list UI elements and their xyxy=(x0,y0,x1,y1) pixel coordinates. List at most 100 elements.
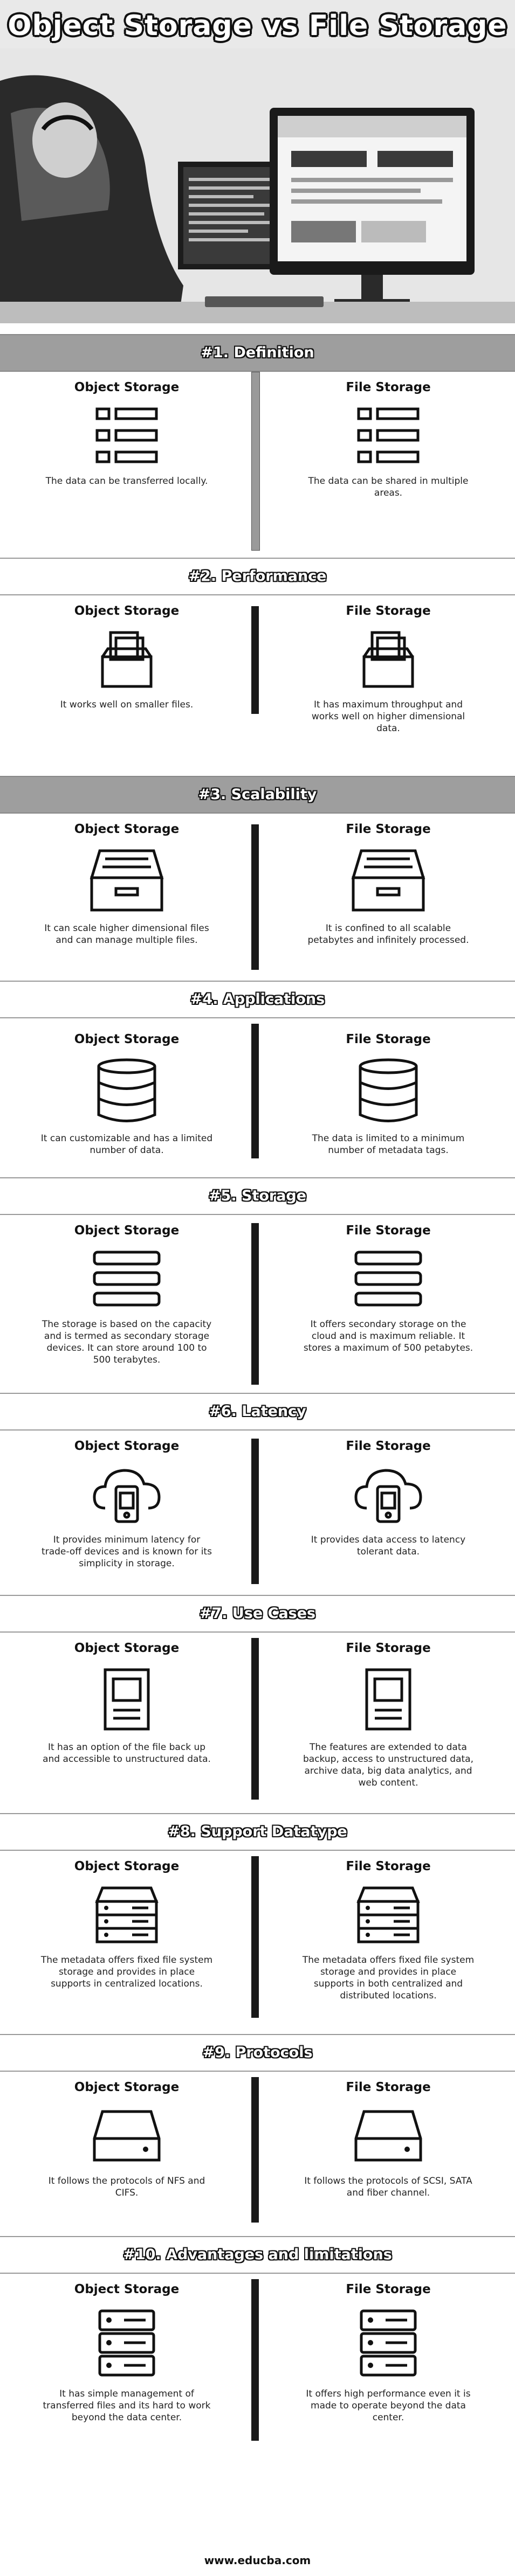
column-heading: Object Storage xyxy=(74,1032,180,1046)
section-4-left: Object Storage It can customizable and h… xyxy=(11,1024,243,1156)
tray-icon xyxy=(90,849,164,912)
section-5-left: Object Storage The storage is based on t… xyxy=(11,1215,243,1366)
right-description: It follows the protocols of SCSI, SATA a… xyxy=(304,2176,472,2198)
column-heading: Object Storage xyxy=(74,1859,180,1873)
left-description: It provides minimum latency for trade-of… xyxy=(42,1535,212,1569)
section-5-header: #5. Storage xyxy=(0,1177,515,1215)
server-rack-icon xyxy=(360,2309,417,2377)
header-illustration xyxy=(0,48,515,323)
tray-icon xyxy=(351,849,425,912)
document-icon xyxy=(365,1668,411,1731)
column-heading: File Storage xyxy=(346,1859,431,1873)
column-heading: File Storage xyxy=(346,604,431,618)
section-heading: #10. Advantages and limitations xyxy=(123,2246,392,2263)
document-icon xyxy=(104,1668,150,1731)
section-7-header: #7. Use Cases xyxy=(0,1595,515,1633)
column-divider xyxy=(251,1856,259,2018)
section-1-left: Object Storage The data can be transferr… xyxy=(11,372,243,487)
section-10-header: #10. Advantages and limitations xyxy=(0,2236,515,2274)
section-heading: #6. Latency xyxy=(209,1403,306,1420)
left-description: It can customizable and has a limited nu… xyxy=(40,1133,213,1156)
section-heading: #3. Scalability xyxy=(198,786,317,803)
section-3-right: File Storage It is confined to all scala… xyxy=(272,814,504,946)
right-description: The metadata offers fixed file system st… xyxy=(302,1955,475,2001)
left-description: It has an option of the file back up and… xyxy=(43,1742,211,1765)
section-2-left: Object Storage It works well on smaller … xyxy=(11,595,243,711)
column-heading: File Storage xyxy=(346,1439,431,1453)
section-9-left: Object Storage It follows the protocols … xyxy=(11,2072,243,2199)
right-description: It is confined to all scalable petabytes… xyxy=(307,923,469,946)
column-heading: File Storage xyxy=(346,1224,431,1238)
database-icon xyxy=(97,1058,156,1122)
left-description: It follows the protocols of NFS and CIFS… xyxy=(48,2176,205,2198)
column-heading: File Storage xyxy=(346,2080,431,2094)
column-heading: Object Storage xyxy=(74,1224,180,1238)
section-heading: #1. Definition xyxy=(201,344,314,361)
section-1-header: #1. Definition xyxy=(0,334,515,372)
cloud-phone-icon xyxy=(93,1469,161,1523)
column-heading: Object Storage xyxy=(74,604,180,618)
right-description: It offers high performance even it is ma… xyxy=(306,2388,471,2423)
right-description: It provides data access to latency toler… xyxy=(311,1535,466,1557)
section-heading: #7. Use Cases xyxy=(199,1605,316,1622)
column-heading: File Storage xyxy=(346,822,431,836)
stack-icon xyxy=(354,1251,422,1307)
column-divider xyxy=(251,372,260,551)
page-title: Object Storage vs File Storage xyxy=(8,10,507,42)
list-icon xyxy=(357,407,420,463)
section-6-left: Object Storage It provides minimum laten… xyxy=(11,1431,243,1570)
column-heading: Object Storage xyxy=(74,2282,180,2296)
column-heading: Object Storage xyxy=(74,1439,180,1453)
server-icon xyxy=(95,1886,159,1943)
section-6-right: File Storage It provides data access to … xyxy=(272,1431,504,1558)
database-icon xyxy=(359,1058,418,1122)
left-description: It works well on smaller files. xyxy=(60,699,194,710)
section-4-right: File Storage The data is limited to a mi… xyxy=(272,1024,504,1156)
column-heading: File Storage xyxy=(346,1032,431,1046)
section-9-right: File Storage It follows the protocols of… xyxy=(272,2072,504,2199)
stack-icon xyxy=(93,1251,161,1307)
column-heading: File Storage xyxy=(346,380,431,394)
section-7-right: File Storage The features are extended t… xyxy=(272,1633,504,1789)
section-3-left: Object Storage It can scale higher dimen… xyxy=(11,814,243,946)
left-description: It can scale higher dimensional files an… xyxy=(44,923,209,946)
section-2-right: File Storage It has maximum throughput a… xyxy=(272,595,504,734)
server-icon xyxy=(356,1886,420,1943)
section-10-left: Object Storage It has simple management … xyxy=(11,2274,243,2424)
section-5-right: File Storage It offers secondary storage… xyxy=(272,1215,504,1354)
column-divider xyxy=(251,2077,259,2223)
column-divider xyxy=(251,1638,259,1800)
section-heading: #2. Performance xyxy=(188,568,327,585)
section-6-header: #6. Latency xyxy=(0,1393,515,1431)
column-divider xyxy=(251,2279,259,2441)
footer-url[interactable]: www.educba.com xyxy=(204,2554,311,2567)
section-10-right: File Storage It offers high performance … xyxy=(272,2274,504,2424)
column-divider xyxy=(251,1024,259,1158)
section-8-right: File Storage The metadata offers fixed f… xyxy=(272,1851,504,2002)
section-2-header: #2. Performance xyxy=(0,558,515,595)
right-description: The data is limited to a minimum number … xyxy=(312,1133,465,1156)
column-divider xyxy=(251,824,259,970)
hard-drive-icon xyxy=(354,2110,422,2162)
left-description: The data can be transferred locally. xyxy=(45,476,208,487)
column-heading: Object Storage xyxy=(74,2080,180,2094)
section-heading: #8. Support Datatype xyxy=(168,1823,347,1840)
left-description: The metadata offers fixed file system st… xyxy=(40,1955,213,1989)
right-description: It offers secondary storage on the cloud… xyxy=(303,1319,473,1353)
column-divider xyxy=(251,606,259,714)
section-7-left: Object Storage It has an option of the f… xyxy=(11,1633,243,1765)
column-divider xyxy=(251,1223,259,1385)
hard-drive-icon xyxy=(93,2110,161,2162)
left-description: The storage is based on the capacity and… xyxy=(42,1319,212,1365)
server-rack-icon xyxy=(98,2309,155,2377)
section-3-header: #3. Scalability xyxy=(0,776,515,814)
section-9-header: #9. Protocols xyxy=(0,2034,515,2072)
column-divider xyxy=(251,1439,259,1584)
right-description: The features are extended to data backup… xyxy=(303,1742,473,1788)
list-icon xyxy=(95,407,158,463)
section-heading: #9. Protocols xyxy=(202,2044,313,2061)
file-box-icon xyxy=(362,631,414,688)
column-heading: File Storage xyxy=(346,2282,431,2296)
section-heading: #4. Applications xyxy=(190,991,325,1008)
section-1-right: File Storage The data can be shared in m… xyxy=(272,372,504,499)
